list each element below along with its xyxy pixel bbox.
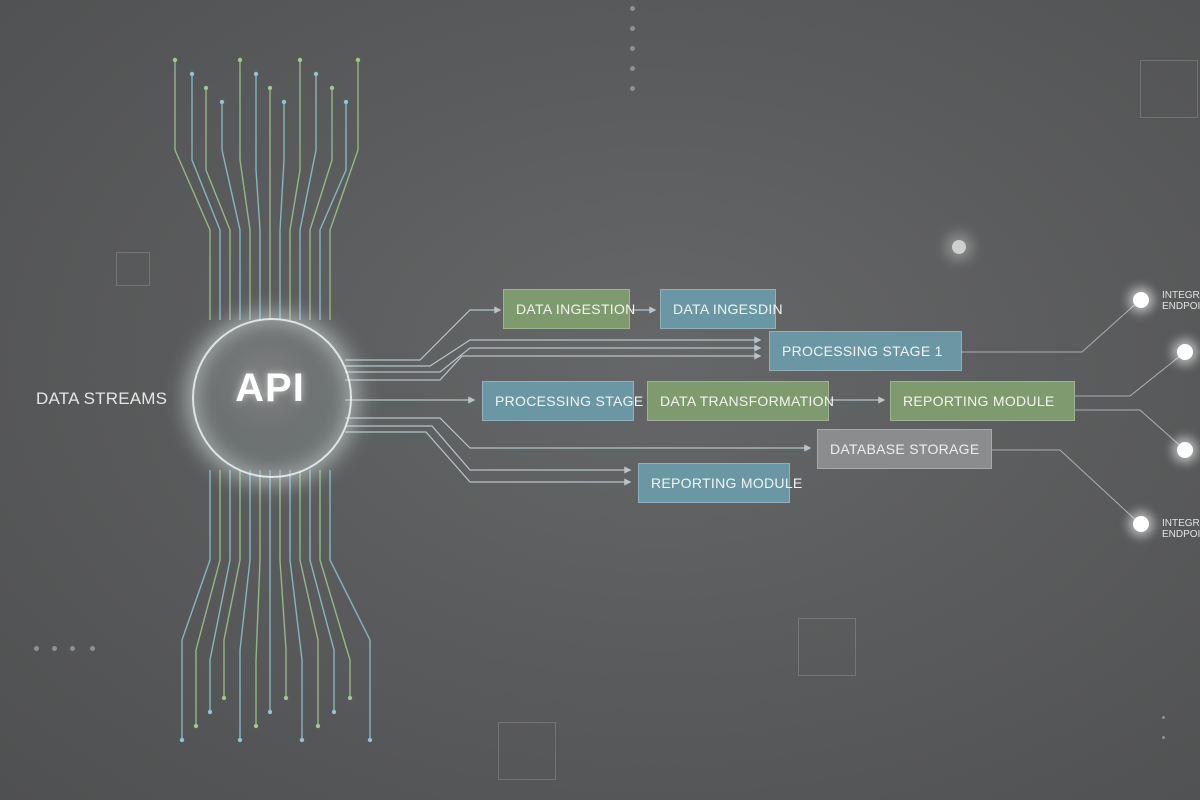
deco-dot — [630, 46, 635, 51]
glow-endpoint-icon[interactable] — [1133, 292, 1149, 308]
node-label: PROCESSING STAGE 1 — [495, 393, 656, 409]
glow-spot — [952, 240, 966, 254]
deco-square — [798, 618, 856, 676]
deco-dot — [90, 646, 95, 651]
deco-dot — [1162, 736, 1165, 739]
node-label: DATABASE STORAGE — [830, 441, 980, 457]
deco-square — [1140, 60, 1198, 118]
api-label: API — [235, 366, 305, 410]
node-label: DATA TRANSFORMATION — [660, 393, 835, 409]
glow-endpoint-icon[interactable] — [1177, 344, 1193, 360]
endpoint-label-line: ENDPOI — [1162, 529, 1200, 540]
deco-dot — [70, 646, 75, 651]
deco-dot — [630, 26, 635, 31]
endpoint-label-line: ENDPOI — [1162, 301, 1200, 312]
deco-dot — [1162, 716, 1165, 719]
node-processing-stage-1-upper[interactable]: PROCESSING STAGE 1 — [769, 331, 962, 371]
deco-square — [498, 722, 556, 780]
node-label: PROCESSING STAGE 1 — [782, 343, 943, 359]
deco-dot — [34, 646, 39, 651]
node-label: REPORTING MODULE — [651, 475, 803, 491]
endpoint-label: INTEGRA ENDPOI — [1162, 290, 1200, 312]
endpoint-label-line: INTEGR — [1162, 518, 1200, 529]
node-label: REPORTING MODULE — [903, 393, 1055, 409]
endpoint-label-line: INTEGRA — [1162, 290, 1200, 301]
node-data-ingesdin[interactable]: DATA INGESDIN — [660, 289, 783, 329]
node-processing-stage-1-lower[interactable]: PROCESSING STAGE 1 — [482, 381, 655, 421]
data-streams-label: DATA STREAMS — [36, 389, 168, 408]
node-reporting-module-lower[interactable]: REPORTING MODULE — [638, 463, 802, 503]
deco-dot — [630, 86, 635, 91]
node-label: DATA INGESTION — [516, 301, 636, 317]
deco-dot — [630, 66, 635, 71]
deco-dot — [52, 646, 57, 651]
glow-endpoint-icon[interactable] — [1133, 516, 1149, 532]
endpoint-label: INTEGR ENDPOI — [1162, 518, 1200, 540]
node-data-ingestion[interactable]: DATA INGESTION — [503, 289, 635, 329]
glow-endpoint-icon[interactable] — [1177, 442, 1193, 458]
deco-dot — [630, 6, 635, 11]
node-reporting-module-right[interactable]: REPORTING MODULE — [890, 381, 1075, 421]
node-data-transformation[interactable]: DATA TRANSFORMATION — [647, 381, 834, 421]
deco-square — [116, 252, 150, 286]
node-database-storage[interactable]: DATABASE STORAGE — [817, 429, 992, 469]
api-orb[interactable] — [192, 318, 352, 478]
node-label: DATA INGESDIN — [673, 301, 783, 317]
